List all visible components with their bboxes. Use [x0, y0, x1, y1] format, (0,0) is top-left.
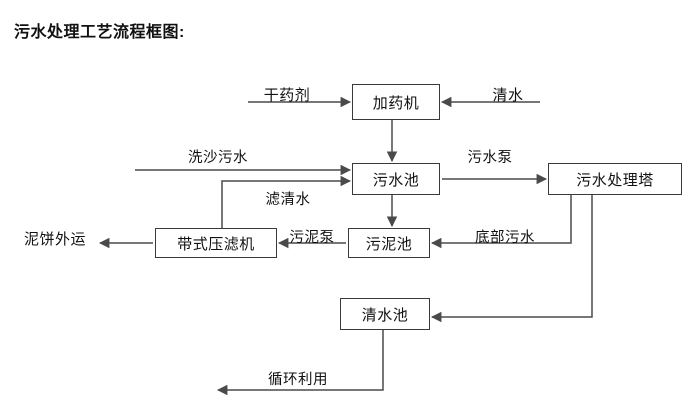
terminal-dry-chemical: 干药剂	[263, 87, 311, 104]
connector-tower-to-sludge-pool	[430, 195, 572, 249]
node-label: 清水池	[361, 306, 409, 324]
edge-label-sand-wash-wastewater: 洗沙污水	[188, 150, 248, 166]
edge-label-filtered-clear-water: 滤清水	[265, 192, 311, 208]
connector-tower-to-clear-water-pool	[430, 195, 593, 323]
edge-label-wastewater-pump: 污水泵	[467, 150, 513, 166]
node-clear-water-pool[interactable]: 清水池	[340, 298, 430, 330]
node-label: 污水池	[372, 171, 420, 189]
edge-label-recycle-reuse: 循环利用	[268, 372, 328, 388]
node-wastewater-pool[interactable]: 污水池	[352, 163, 440, 195]
node-label: 污水处理塔	[576, 171, 654, 189]
node-label: 污泥池	[365, 235, 413, 253]
node-treatment-tower[interactable]: 污水处理塔	[548, 163, 682, 195]
connector-clear-water-pool-to-recycle	[216, 330, 384, 396]
terminal-clean-water: 清水	[492, 87, 524, 104]
node-label: 加药机	[372, 94, 420, 112]
edge-label-bottom-wastewater: 底部污水	[475, 230, 535, 246]
node-sludge-pool[interactable]: 污泥池	[348, 228, 430, 258]
node-belt-filter-press[interactable]: 带式压滤机	[155, 228, 277, 258]
terminal-mud-cake-out: 泥饼外运	[23, 231, 87, 248]
node-label: 带式压滤机	[177, 235, 255, 253]
edge-label-sludge-pump: 污泥泵	[289, 230, 335, 246]
connector-filtered-water-to-pool	[221, 175, 352, 228]
node-dosing-machine[interactable]: 加药机	[352, 84, 440, 120]
page-title: 污水处理工艺流程框图:	[14, 24, 185, 41]
